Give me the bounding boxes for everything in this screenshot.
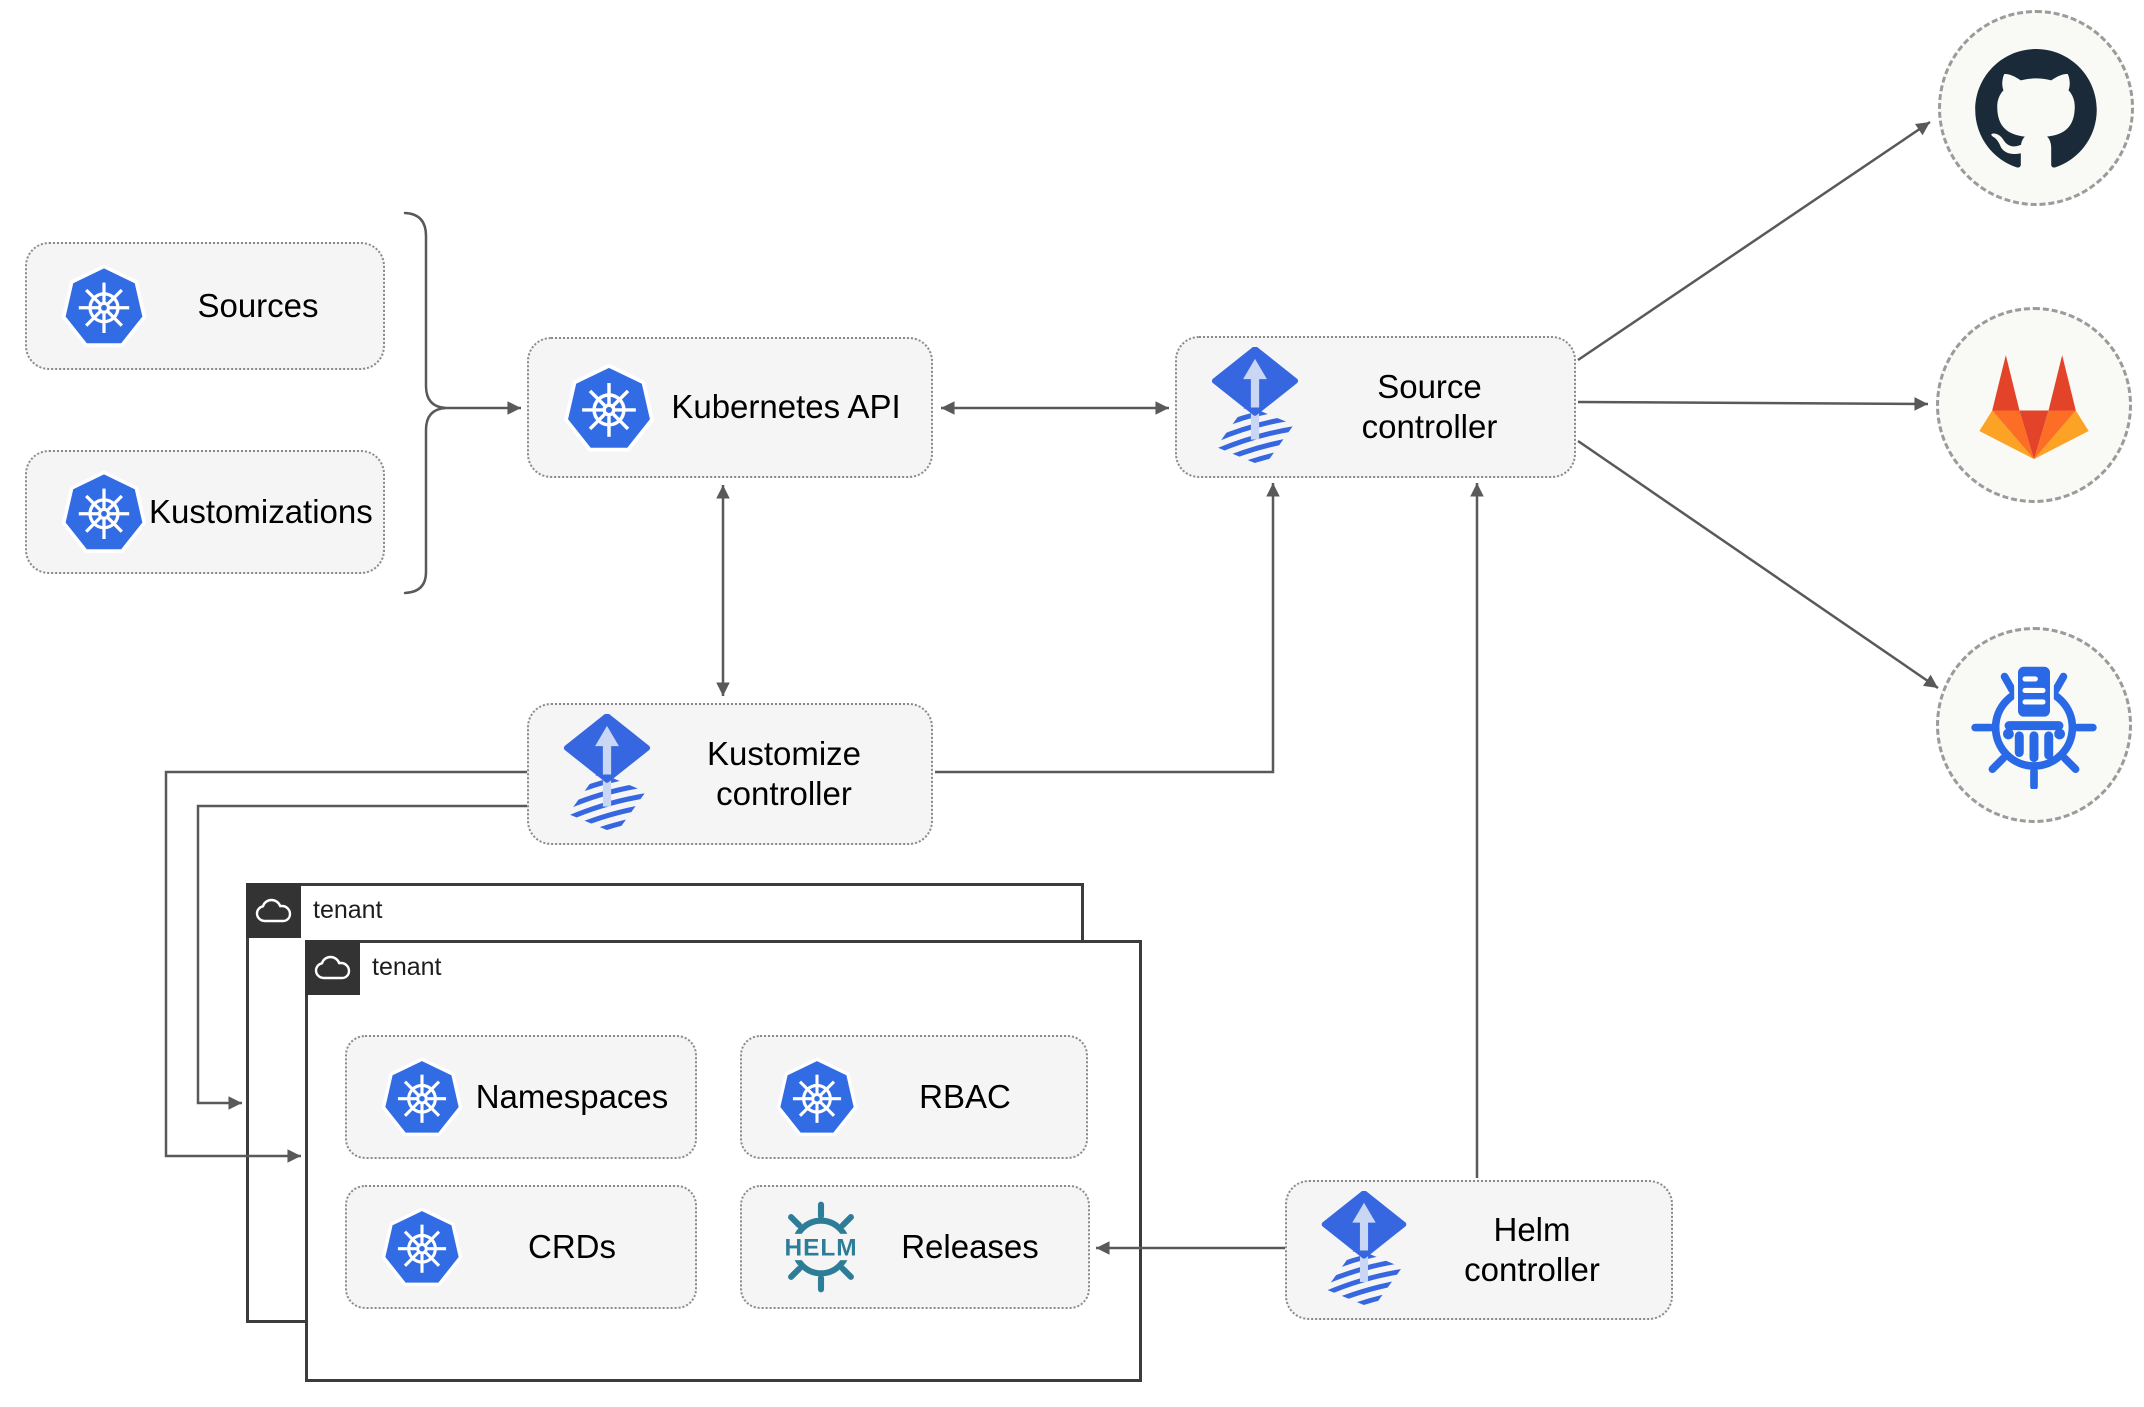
cloud-icon [255,898,292,923]
node-kustomize-controller-label: Kustomize controller [706,734,862,812]
node-source-controller: Source controller [1175,336,1576,478]
node-rbac-label: RBAC [919,1077,1011,1115]
node-sources-label: Sources [197,286,319,324]
node-kustomizations-label: Kustomizations [149,492,373,530]
kubernetes-icon [379,1054,465,1140]
chartmuseum-icon [1970,661,2098,789]
node-rbac: RBAC [740,1035,1088,1159]
node-source-controller-label: Source controller [1361,367,1498,445]
tenant-inner-header [305,940,360,995]
kubernetes-icon [59,467,149,557]
github-icon [1975,48,2097,168]
flux-icon [1209,347,1301,468]
node-kubernetes-api: Kubernetes API [527,337,933,478]
node-crds: CRDs [345,1185,697,1309]
cloud-icon [314,955,351,980]
kubernetes-icon [379,1204,465,1290]
kubernetes-icon [59,261,149,351]
node-kubernetes-api-label: Kubernetes API [671,388,901,426]
node-helm-controller-label: Helm controller [1464,1210,1600,1288]
tenant-inner-container: tenant [305,940,1142,1382]
tenant-outer-label: tenant [313,896,383,924]
edge-kustomize-controller-to-source-controller [935,483,1280,774]
helm-icon: HELM [774,1200,868,1294]
node-crds-label: CRDs [528,1227,616,1265]
external-gitlab [1936,307,2132,503]
edge-source-controller-to-chartmuseum [1577,439,1939,690]
edge-source-controller-to-github [1577,120,1931,362]
node-sources: Sources [25,242,385,370]
flux-icon [1319,1191,1409,1310]
gitlab-icon [1979,355,2089,460]
node-kustomizations: Kustomizations [25,450,385,574]
kubernetes-icon [561,360,657,456]
node-releases: HELM Releases [740,1185,1090,1309]
node-helm-controller: Helm controller [1285,1180,1673,1320]
flux-icon [561,714,653,835]
tenant-inner-label: tenant [372,953,442,981]
tenant-outer-header [246,883,301,938]
edge-source-controller-to-gitlab [1577,397,1929,411]
node-releases-label: Releases [901,1227,1039,1265]
edge-brace [403,211,447,595]
external-github [1938,10,2134,206]
kubernetes-icon [774,1054,860,1140]
node-kustomize-controller: Kustomize controller [527,703,933,845]
external-chartmuseum [1936,627,2132,823]
node-namespaces: Namespaces [345,1035,697,1159]
svg-text:HELM: HELM [785,1234,858,1261]
node-namespaces-label: Namespaces [475,1077,669,1115]
